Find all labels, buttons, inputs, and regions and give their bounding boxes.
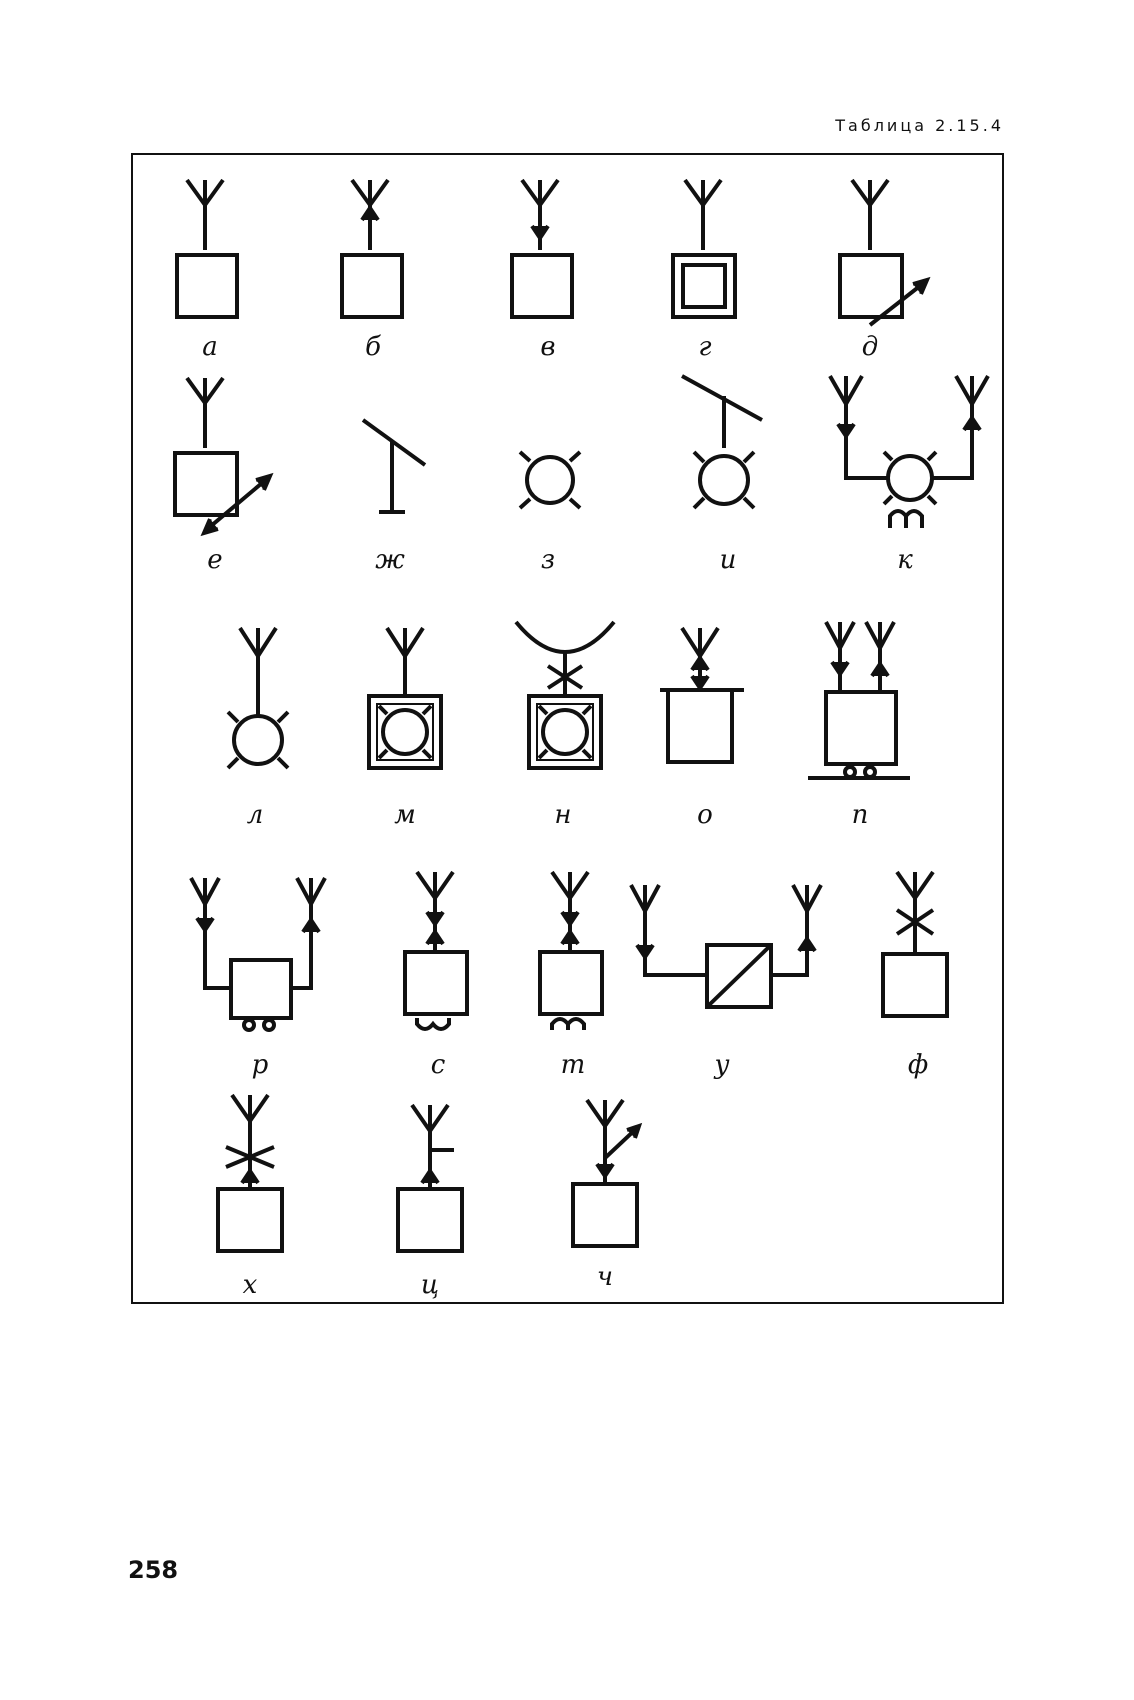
label-g: г <box>698 332 712 362</box>
page-number: 258 <box>128 1556 179 1584</box>
antenna-symbol-o <box>660 626 744 764</box>
antenna-symbol-s <box>403 870 469 1031</box>
label-u: у <box>714 1050 730 1080</box>
antenna-symbol-n <box>514 620 616 770</box>
antenna-symbol-u <box>629 884 823 1009</box>
label-f: ф <box>907 1050 929 1080</box>
label-v: в <box>540 332 556 362</box>
antenna-symbol-f <box>881 870 949 1018</box>
antenna-symbol-m <box>367 626 443 770</box>
antenna-symbol-d <box>838 178 931 327</box>
label-i: и <box>719 545 737 575</box>
antenna-symbol-ts <box>396 1103 464 1253</box>
label-m: м <box>394 800 416 830</box>
label-r: р <box>251 1050 269 1080</box>
antenna-symbol-e <box>173 376 274 537</box>
table-title: Таблица 2.15.4 <box>835 116 1004 135</box>
label-o: о <box>697 800 713 830</box>
antenna-symbol-k <box>828 375 990 528</box>
antenna-symbol-ch <box>571 1098 643 1248</box>
label-a: а <box>202 332 218 362</box>
label-ch: ч <box>596 1262 614 1292</box>
label-t: т <box>560 1050 586 1080</box>
antenna-symbol-b <box>340 178 404 319</box>
antenna-symbol-kh <box>216 1093 284 1253</box>
label-b: б <box>365 332 381 362</box>
antenna-symbol-v <box>510 178 574 319</box>
antenna-symbol-i <box>681 374 763 510</box>
label-l: л <box>246 800 264 830</box>
label-p: п <box>851 800 869 830</box>
table-frame <box>131 153 1004 1304</box>
label-n: н <box>554 800 572 830</box>
label-k: к <box>897 545 913 575</box>
antenna-symbol-z <box>518 450 582 510</box>
antenna-symbol-zh <box>361 418 427 514</box>
antenna-symbol-r <box>189 877 327 1032</box>
antenna-symbol-l <box>226 626 290 770</box>
label-d: д <box>861 332 879 362</box>
label-z: з <box>540 545 556 575</box>
label-kh: х <box>242 1270 258 1300</box>
label-ts: ц <box>420 1270 440 1300</box>
label-zh: ж <box>375 545 405 575</box>
label-s: с <box>430 1050 446 1080</box>
label-e: е <box>207 545 223 575</box>
antenna-symbol-a <box>175 178 239 319</box>
antenna-symbol-g <box>671 178 737 319</box>
antenna-symbol-p <box>808 621 910 780</box>
antenna-symbol-t <box>538 870 604 1030</box>
